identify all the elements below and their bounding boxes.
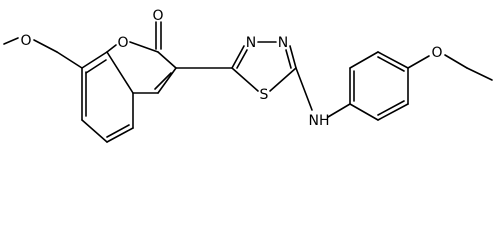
bond [327, 103, 351, 118]
bond [106, 44, 117, 53]
bond [466, 67, 493, 81]
bond [377, 51, 409, 69]
atom-label-n-thiadiazole-2: N [278, 35, 288, 51]
bond [269, 67, 297, 92]
atom-labels: O O O N N S NH O [20, 8, 442, 129]
bond [33, 39, 58, 53]
bond [295, 67, 313, 111]
atom-label-o-carbonyl: O [152, 8, 163, 24]
bond [81, 51, 108, 69]
bond [444, 54, 468, 69]
bond [157, 51, 177, 69]
bond [129, 41, 159, 53]
bond [349, 103, 379, 121]
atom-label-n-thiadiazole-1: N [246, 35, 256, 51]
bond [285, 49, 292, 69]
bond [157, 67, 177, 94]
bond [236, 49, 248, 69]
bond [106, 124, 130, 138]
bond [56, 51, 83, 69]
bond [3, 37, 19, 45]
bond [81, 119, 108, 143]
bond [106, 51, 134, 94]
atom-label-o-methoxy-right: O [431, 45, 442, 61]
structure-diagram: O O O N N S NH O [3, 8, 493, 143]
bond [231, 67, 259, 92]
atom-label-s-thiadiazole: S [260, 87, 269, 103]
bonds [3, 21, 493, 143]
bond [289, 45, 297, 69]
bond [377, 103, 409, 121]
bond [154, 72, 172, 90]
atom-label-o-ring: O [117, 35, 128, 51]
atom-label-o-methoxy-left: O [20, 33, 31, 49]
bond [377, 56, 405, 72]
bond [407, 55, 430, 69]
bond [231, 45, 245, 69]
bond [349, 51, 379, 69]
atom-label-nh-amine: NH [309, 113, 330, 129]
bond [85, 59, 107, 74]
bond [106, 127, 134, 143]
bond [377, 100, 405, 116]
